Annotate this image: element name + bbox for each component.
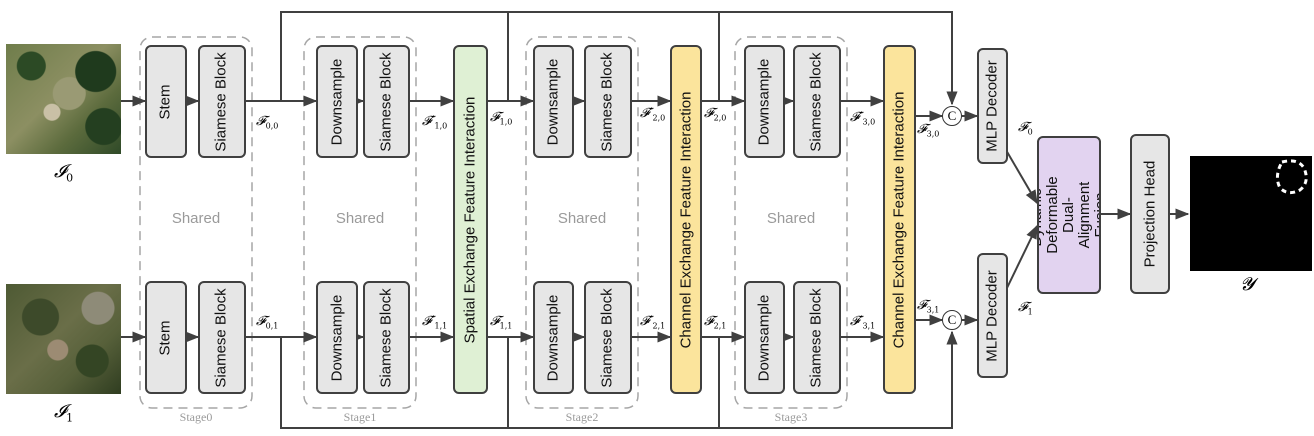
input-image-t0 bbox=[6, 44, 121, 154]
downsample-stage1-top: Downsample bbox=[316, 45, 358, 158]
feature-f31: 𝓕3,1 bbox=[917, 298, 940, 315]
stage3-group bbox=[734, 36, 848, 409]
input1-label: 𝓘1 bbox=[54, 401, 74, 425]
siamese-block-stage3-bottom: Siamese Block bbox=[793, 281, 841, 394]
input0-label: 𝓘0 bbox=[54, 161, 74, 185]
feature-f00: 𝓕0,0 bbox=[256, 114, 279, 131]
concat-node-bottom: C bbox=[942, 310, 962, 330]
feature-f20-prime: 𝓕′2,0 bbox=[640, 106, 666, 123]
stage2-group bbox=[525, 36, 639, 409]
output-change-map bbox=[1190, 156, 1312, 271]
siamese-block-stage1-bottom: Siamese Block bbox=[363, 281, 410, 394]
stage0-label: Stage0 bbox=[179, 410, 213, 424]
shared-label-stage3: Shared bbox=[766, 210, 816, 227]
stem-block-bottom: Stem bbox=[145, 281, 187, 394]
siamese-block-stage0-top: Siamese Block bbox=[198, 45, 246, 158]
downsample-stage1-bottom: Downsample bbox=[316, 281, 358, 394]
stage3-label: Stage3 bbox=[774, 410, 808, 424]
feature-f30-prime: 𝓕′3,0 bbox=[850, 110, 876, 127]
siamese-block-stage1-top: Siamese Block bbox=[363, 45, 410, 158]
output-label: 𝓨 bbox=[1240, 274, 1255, 295]
shared-label-stage0: Shared bbox=[171, 210, 221, 227]
shared-label-stage2: Shared bbox=[557, 210, 607, 227]
projection-head: Projection Head bbox=[1130, 134, 1170, 294]
downsample-stage2-bottom: Downsample bbox=[533, 281, 574, 394]
shared-label-stage1: Shared bbox=[335, 210, 385, 227]
dual-alignment-fusion: Dynamic-Deformable Dual-Alignment Fusion bbox=[1037, 136, 1101, 294]
downsample-stage3-top: Downsample bbox=[744, 45, 785, 158]
siamese-block-stage3-top: Siamese Block bbox=[793, 45, 841, 158]
siamese-block-stage0-bottom: Siamese Block bbox=[198, 281, 246, 394]
feature-f21: 𝓕2,1 bbox=[704, 314, 727, 331]
stage1-label: Stage1 bbox=[343, 410, 377, 424]
mlp-decoder-top: MLP Decoder bbox=[977, 48, 1008, 164]
spatial-exchange-interaction: Spatial Exchange Feature Interaction bbox=[453, 45, 488, 394]
feature-f20: 𝓕2,0 bbox=[704, 106, 727, 123]
input-image-t1 bbox=[6, 284, 121, 394]
stage1-group bbox=[303, 36, 417, 409]
feature-f10-prime: 𝓕′1,0 bbox=[422, 114, 448, 131]
feature-f01: 𝓕0,1 bbox=[256, 314, 279, 331]
stage0-group bbox=[139, 36, 253, 409]
concat-node-top: C bbox=[942, 106, 962, 126]
channel-exchange-interaction-2: Channel Exchange Feature Interaction bbox=[883, 45, 916, 394]
feature-f30: 𝓕3,0 bbox=[917, 122, 940, 139]
stem-block-top: Stem bbox=[145, 45, 187, 158]
siamese-block-stage2-bottom: Siamese Block bbox=[584, 281, 632, 394]
change-region-outline bbox=[1275, 159, 1308, 195]
feature-f21-prime: 𝓕′2,1 bbox=[640, 314, 666, 331]
feature-f11-prime: 𝓕′1,1 bbox=[422, 314, 448, 331]
feature-f10: 𝓕1,0 bbox=[490, 110, 513, 127]
siamese-block-stage2-top: Siamese Block bbox=[584, 45, 632, 158]
feature-f0: 𝓕0 bbox=[1018, 120, 1033, 137]
downsample-stage3-bottom: Downsample bbox=[744, 281, 785, 394]
downsample-stage2-top: Downsample bbox=[533, 45, 574, 158]
feature-f31-prime: 𝓕′3,1 bbox=[850, 314, 876, 331]
feature-f1: 𝓕1 bbox=[1018, 300, 1033, 317]
channel-exchange-interaction-1: Channel Exchange Feature Interaction bbox=[670, 45, 702, 394]
stage2-label: Stage2 bbox=[565, 410, 599, 424]
feature-f11: 𝓕1,1 bbox=[490, 314, 513, 331]
mlp-decoder-bottom: MLP Decoder bbox=[977, 253, 1008, 378]
